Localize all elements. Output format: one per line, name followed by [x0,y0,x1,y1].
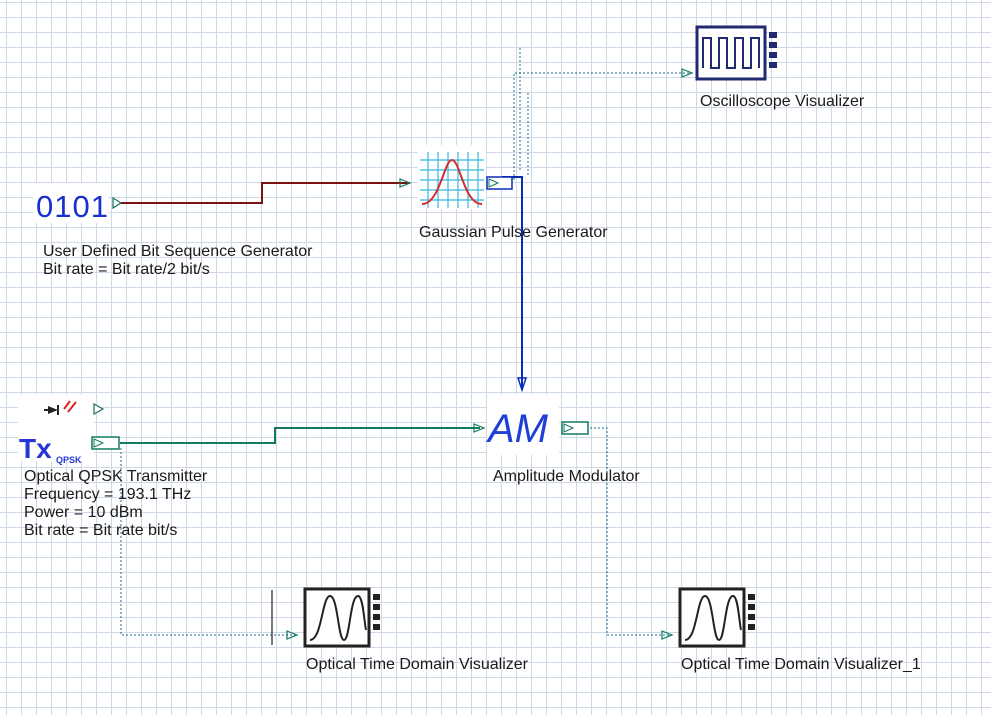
qpsk-icon-bg [18,395,94,461]
otdv1-wave [684,594,742,642]
oscilloscope-wave [702,37,760,69]
scope-name: Oscilloscope Visualizer [700,93,865,110]
qpsk-label: Optical QPSK Transmitter Frequency = 193… [24,468,207,540]
otdv-label: Optical Time Domain Visualizer [306,656,528,674]
qpsk-name: Optical QPSK Transmitter [24,468,208,485]
amplitude-modulator-icon: AM [486,407,549,451]
gauss-port-arrow [488,178,500,188]
otdv-wave [309,594,367,642]
wire-gauss-to-scope[interactable] [513,72,690,180]
gauss-output-port[interactable] [486,176,513,190]
wire-arrow [286,630,299,640]
scope-ports [769,32,777,68]
qpsk-subscript: QPSK [56,455,82,465]
laser-icon [44,400,77,415]
otdv1-name: Optical Time Domain Visualizer_1 [681,656,921,673]
qpsk-port-arrow [93,438,105,448]
qpsk-param-bitrate: Bit rate = Bit rate bit/s [24,522,178,539]
scope-block[interactable] [695,25,777,81]
am-name: Amplitude Modulator [493,468,640,485]
bitgen-output-port[interactable] [112,196,123,210]
otdv1-block[interactable] [678,587,755,648]
qpsk-param-frequency: Frequency = 193.1 THz [24,486,192,503]
am-label: Amplitude Modulator [493,468,640,486]
am-output-port[interactable] [561,421,589,435]
bitgen-block[interactable]: 0101 [33,183,123,224]
qpsk-block[interactable]: Tx QPSK [18,395,120,465]
gauss-label: Gaussian Pulse Generator [419,224,608,242]
am-port-arrow [563,423,575,433]
wire-arrow [399,178,412,188]
otdv-ports [373,594,380,630]
am-icon-bg [487,395,559,455]
otdv-name: Optical Time Domain Visualizer [306,656,529,673]
wire-qpsk-to-am[interactable] [120,427,480,444]
wire-gauss-aux [519,47,529,175]
bitgen-label: User Defined Bit Sequence Generator Bit … [43,243,312,279]
bit-sequence-icon: 0101 [36,189,109,224]
wire-arrow [473,423,486,433]
wire-arrow [516,377,528,393]
scope-label: Oscilloscope Visualizer [700,93,864,111]
bitgen-name: User Defined Bit Sequence Generator [43,243,313,260]
qpsk-output-port[interactable] [91,436,120,450]
bitgen-icon-bg [33,183,108,223]
otdv1-label: Optical Time Domain Visualizer_1 [681,656,921,674]
wire-arrow [681,68,694,78]
gaussian-curve [421,158,483,205]
oscilloscope-icon [695,25,767,81]
qpsk-param-power: Power = 10 dBm [24,504,143,521]
gauss-block[interactable] [418,145,513,209]
wire-gauss-to-am[interactable] [502,176,523,388]
bitgen-param: Bit rate = Bit rate/2 bit/s [43,261,210,278]
gaussian-pulse-icon [418,145,486,209]
wire-am-to-otdv1[interactable] [590,427,670,636]
wire-arrow [661,630,674,640]
qpsk-transmitter-icon: Tx [19,433,52,464]
otdv-block[interactable] [271,587,380,648]
gauss-name: Gaussian Pulse Generator [419,224,608,241]
am-block[interactable]: AM [486,395,589,455]
qpsk-aux-port[interactable] [93,402,105,416]
wire-bitgen-to-gauss[interactable] [121,182,410,204]
otdv1-ports [748,594,755,630]
